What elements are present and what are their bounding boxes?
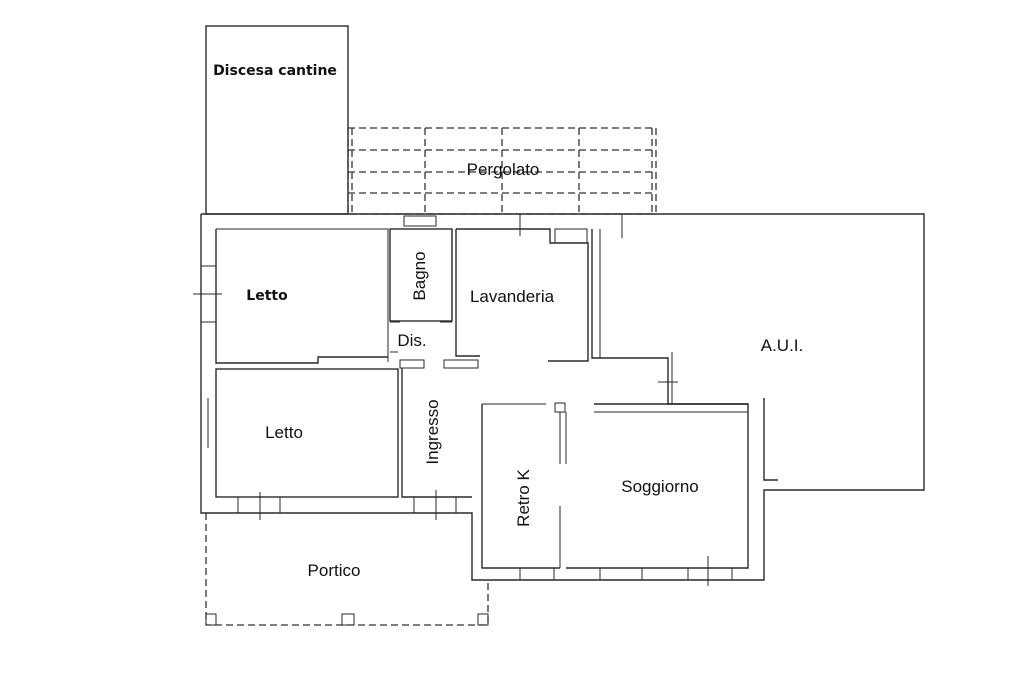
label-ingresso: Ingresso <box>423 399 442 464</box>
portico-outline <box>205 513 489 626</box>
outer-walls <box>200 213 925 581</box>
label-bagno: Bagno <box>410 251 429 300</box>
label-pergolato: Pergolato <box>467 160 540 179</box>
label-discesa-cantine: Discesa cantine <box>213 63 337 79</box>
aui-walls <box>591 214 778 481</box>
left-windows <box>193 265 222 323</box>
label-retro-k: Retro K <box>514 469 533 527</box>
retro-k-walls <box>481 402 567 581</box>
label-lavanderia: Lavanderia <box>470 287 555 306</box>
label-soggiorno: Soggiorno <box>621 477 699 496</box>
pergolato-structure <box>347 127 657 215</box>
ingresso-walls <box>399 359 479 520</box>
letto-2-walls <box>207 368 399 520</box>
label-dis: Dis. <box>397 331 426 350</box>
label-aui: A.U.I. <box>761 336 804 355</box>
letto-1-walls <box>215 228 389 364</box>
bagno-walls <box>389 215 453 322</box>
soggiorno-walls <box>566 403 749 586</box>
label-letto-2: Letto <box>265 423 303 442</box>
discesa-cantine-outline <box>205 25 349 215</box>
label-portico: Portico <box>308 561 361 580</box>
label-letto-1: Letto <box>246 288 288 304</box>
lavanderia-walls <box>455 214 589 362</box>
dis-openings <box>390 321 452 353</box>
